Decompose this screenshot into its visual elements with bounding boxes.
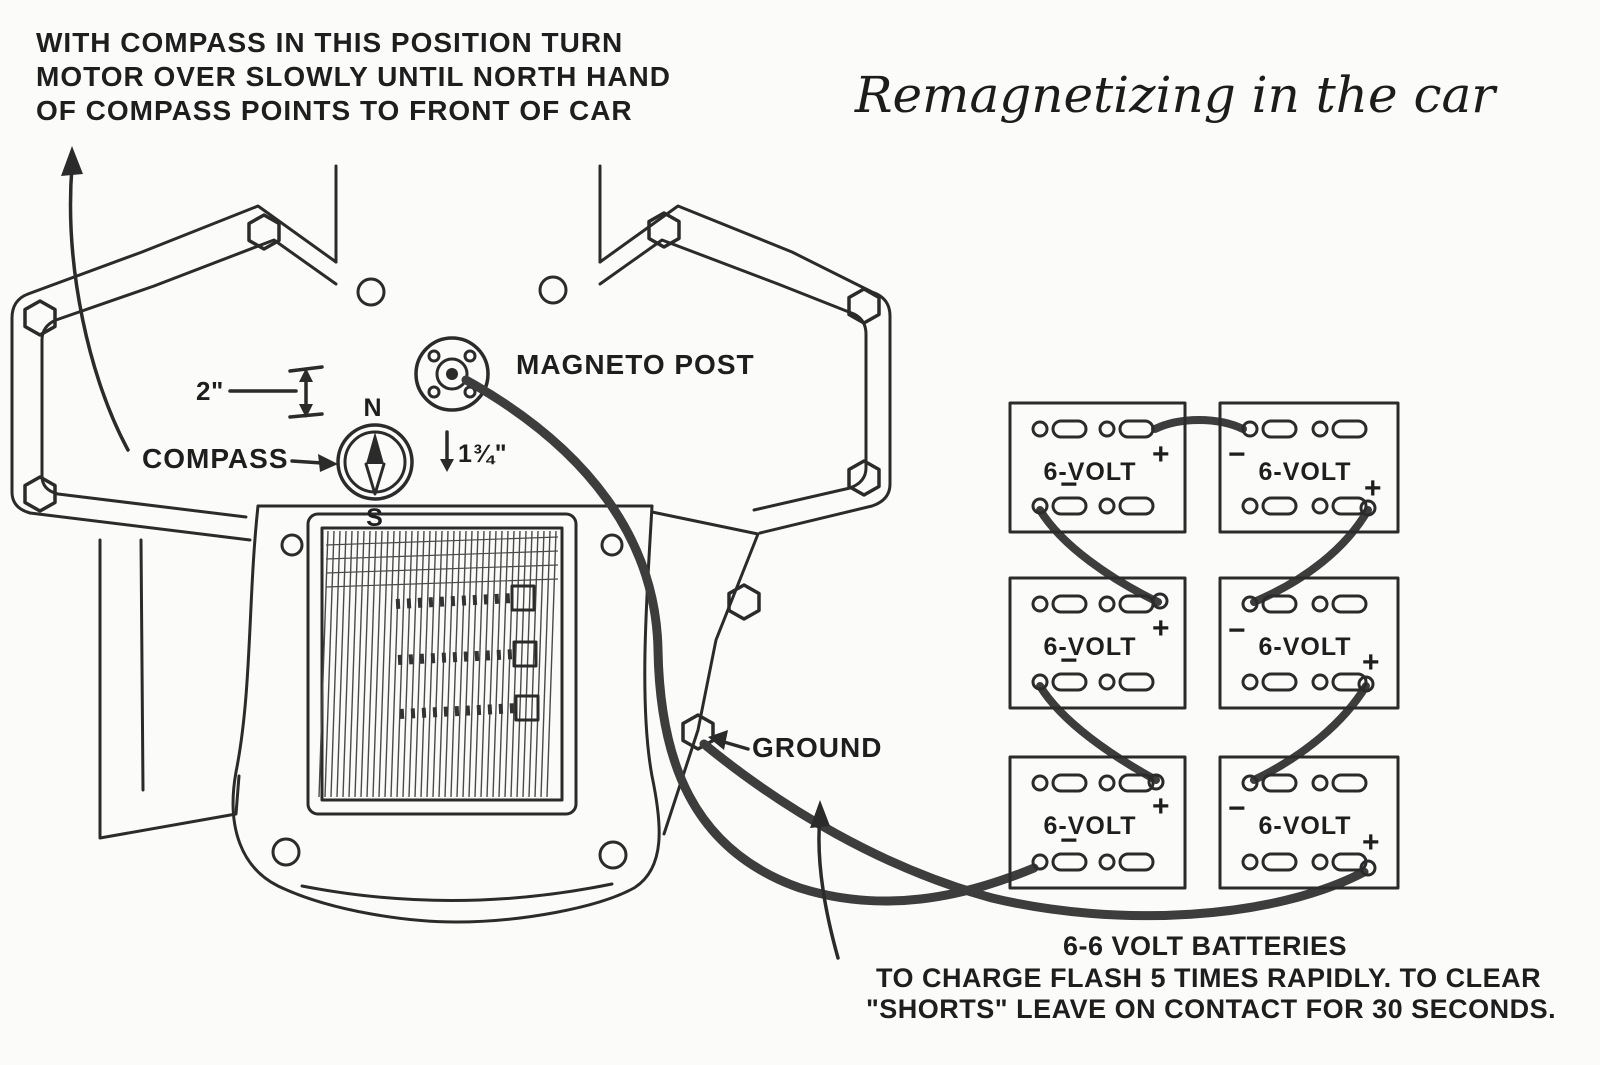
dimension-2in: 2" (196, 365, 324, 419)
instruction-note: WITH COMPASS IN THIS POSITION TURN MOTOR… (36, 27, 671, 126)
footer-arrow (810, 800, 840, 960)
magneto-to-battery-cable (461, 375, 1039, 906)
battery-3: 6-VOLT + − (1008, 576, 1187, 710)
footer-caption: 6-6 VOLT BATTERIES TO CHARGE FLASH 5 TIM… (866, 931, 1556, 1024)
minus-sign: − (1060, 644, 1078, 677)
left-wing-inner (40, 238, 338, 519)
left-panel (98, 538, 145, 797)
left-wing-outline (10, 204, 338, 542)
bolt-hole (271, 837, 301, 867)
bolt-hole (600, 533, 624, 557)
minus-sign: − (1228, 614, 1246, 647)
hex-bolt (847, 287, 881, 325)
footer-line-1: 6-6 VOLT BATTERIES (1063, 931, 1347, 961)
plus-sign: + (1362, 826, 1380, 859)
battery-5: 6-VOLT + − (1008, 755, 1187, 890)
compass-callout: COMPASS (142, 443, 338, 474)
battery-label: 6-VOLT (1258, 812, 1351, 840)
minus-sign: − (1060, 468, 1078, 501)
battery-bank: 6-VOLT + − 6-VOLT − + 6-VOLT + − 6-VOLT … (1008, 401, 1400, 890)
compass-north-label: N (363, 394, 382, 422)
bolt-hole (598, 840, 628, 870)
battery-label: 6-VOLT (1043, 812, 1136, 840)
footer-line-2: TO CHARGE FLASH 5 TIMES RAPIDLY. TO CLEA… (876, 963, 1541, 993)
compass-needle-south (364, 462, 386, 496)
jumper-4 (1250, 682, 1370, 784)
coil-window-outer (306, 512, 578, 816)
hex-bolt (727, 583, 761, 621)
bolt-hole (280, 533, 304, 557)
dimension-1-3-4in: 1¾" (440, 430, 508, 472)
terminal-post (1359, 499, 1377, 517)
left-foot (98, 774, 241, 840)
coil-window-hatch (318, 530, 559, 798)
ground-label: GROUND (752, 732, 882, 763)
magneto-post-label: MAGNETO POST (516, 349, 755, 380)
right-bracket (650, 510, 760, 836)
instruction-arrow (61, 146, 130, 452)
bell-inner-arc (300, 882, 614, 902)
compass-south-label: S (366, 504, 384, 532)
plus-sign: + (1152, 790, 1170, 823)
hex-bolt (23, 475, 57, 513)
dimension-1-3-4in-label: 1¾" (458, 440, 508, 468)
instruction-line-3: OF COMPASS POINTS TO FRONT OF CAR (36, 95, 633, 126)
jumper-3 (1036, 682, 1160, 784)
cover-bell-outline (231, 504, 661, 924)
minus-sign: − (1228, 438, 1246, 471)
battery-1: 6-VOLT + − (1008, 401, 1187, 534)
plus-sign: + (1152, 612, 1170, 645)
instruction-line-1: WITH COMPASS IN THIS POSITION TURN (36, 27, 623, 58)
minus-sign: − (1228, 792, 1246, 825)
page-title: Remagnetizing in the car (854, 66, 1498, 124)
right-wing-inner (598, 238, 868, 512)
compass-dial: N S (336, 394, 414, 532)
compass-label: COMPASS (142, 443, 289, 474)
battery-label: 6-VOLT (1043, 458, 1136, 486)
engine-drawing (10, 164, 892, 924)
terminal-post (1147, 773, 1165, 791)
minus-sign: − (1060, 824, 1078, 857)
battery-label: 6-VOLT (1258, 458, 1351, 486)
magneto-post (414, 336, 490, 412)
bolt-hole (356, 277, 386, 307)
jumper-top (1151, 416, 1247, 433)
coil-screws (395, 584, 540, 722)
instruction-line-2: MOTOR OVER SLOWLY UNTIL NORTH HAND (36, 61, 671, 92)
jumper-2 (1250, 506, 1372, 606)
jumper-1 (1036, 506, 1162, 606)
plus-sign: + (1364, 472, 1382, 505)
battery-6: 6-VOLT − + (1218, 755, 1400, 890)
battery-label: 6-VOLT (1043, 633, 1136, 661)
footer-line-3: "SHORTS" LEAVE ON CONTACT FOR 30 SECONDS… (866, 994, 1556, 1024)
battery-4: 6-VOLT − + (1218, 576, 1400, 710)
dimension-2in-label: 2" (196, 376, 224, 406)
hex-bolt (23, 299, 57, 337)
cables (461, 375, 1377, 921)
battery-2: 6-VOLT − + (1218, 401, 1400, 534)
ground-to-battery-cable (699, 739, 1369, 921)
compass-needle-north (366, 432, 384, 464)
plus-sign: + (1152, 438, 1170, 471)
coil-window-inner (320, 526, 564, 802)
ground-callout: GROUND (708, 730, 882, 763)
plus-sign: + (1362, 646, 1380, 679)
battery-label: 6-VOLT (1258, 633, 1351, 661)
bolt-hole (538, 275, 568, 305)
